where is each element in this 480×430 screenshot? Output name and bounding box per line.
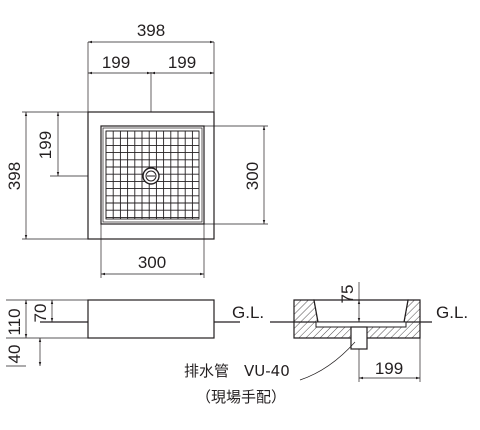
dim-depth: 75	[338, 285, 357, 304]
front-outline	[87, 299, 215, 339]
section-view: G.L. 75 199 排水管 VU-40 （現場手配）	[184, 282, 468, 406]
pipe-leader	[299, 341, 356, 381]
front-view: G.L. 110 70 40	[5, 299, 264, 367]
dim-total-height: 110	[5, 308, 24, 335]
dim-half-left: 199	[102, 53, 130, 72]
section-gl-label: G.L.	[436, 303, 468, 322]
dim-overall-height: 398	[5, 162, 24, 190]
grate-inner	[102, 127, 203, 223]
dim-above-gl: 70	[31, 304, 50, 323]
dim-half-height: 199	[36, 131, 55, 159]
grate-outline	[100, 125, 205, 225]
dim-below-gl: 40	[5, 345, 24, 364]
dim-drain-offset: 199	[375, 359, 403, 378]
plan-view: 398 199 199 398 199 300 300	[5, 21, 268, 278]
dim-grate-width: 300	[138, 253, 166, 272]
dim-half-right: 199	[168, 53, 196, 72]
section-grate	[315, 321, 407, 328]
front-gl-label: G.L.	[232, 303, 264, 322]
dim-overall-width: 398	[137, 21, 165, 40]
dim-grate-height: 300	[243, 162, 262, 190]
pipe-label: 排水管 VU-40	[184, 362, 290, 380]
pipe-note: （現場手配）	[196, 388, 286, 406]
drain-pipe	[350, 326, 368, 350]
